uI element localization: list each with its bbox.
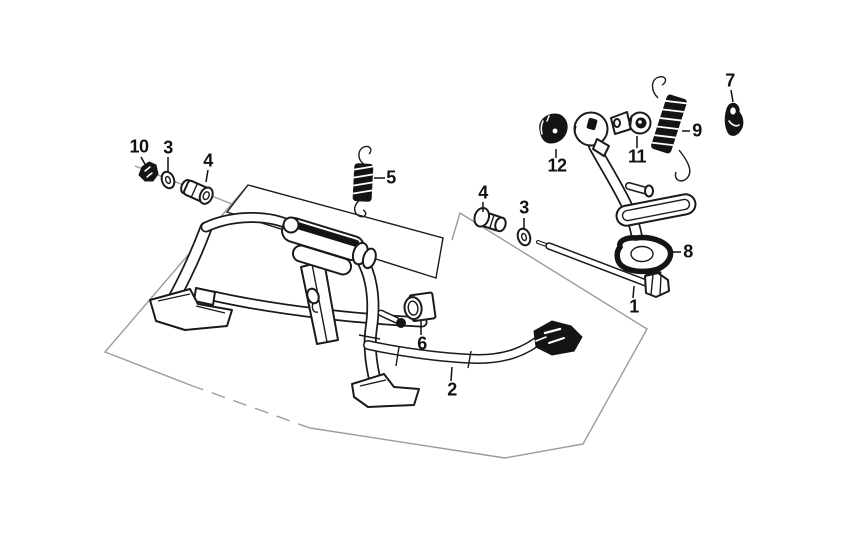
spring-anchor-bracket	[281, 216, 377, 276]
envelope-outline-dashed	[189, 384, 311, 429]
rubber-stop-6	[403, 291, 437, 323]
washer-3-center	[516, 227, 532, 247]
side-stand	[573, 111, 697, 281]
pivot-bolt-1	[536, 240, 670, 298]
bushing-4-left	[180, 179, 214, 205]
bolt-head	[644, 272, 670, 298]
frame-plate-outline	[225, 184, 444, 279]
right-foot	[351, 373, 420, 408]
envelope-outline-solid-right	[309, 211, 648, 459]
main-stand-spring-5	[352, 145, 374, 218]
bolt-11	[610, 111, 652, 135]
callout-leader-lines	[140, 89, 734, 382]
nut-10	[138, 161, 159, 182]
left-foot	[149, 288, 233, 331]
rubber-cap-12	[539, 113, 568, 144]
washer-3-left	[160, 170, 176, 190]
side-stand-spring-9	[651, 75, 691, 182]
main-stand	[149, 212, 583, 408]
bushing-4-center	[473, 206, 507, 233]
side-stand-foot	[614, 234, 674, 275]
pedal-tip	[533, 320, 583, 356]
clip-7	[724, 102, 744, 136]
